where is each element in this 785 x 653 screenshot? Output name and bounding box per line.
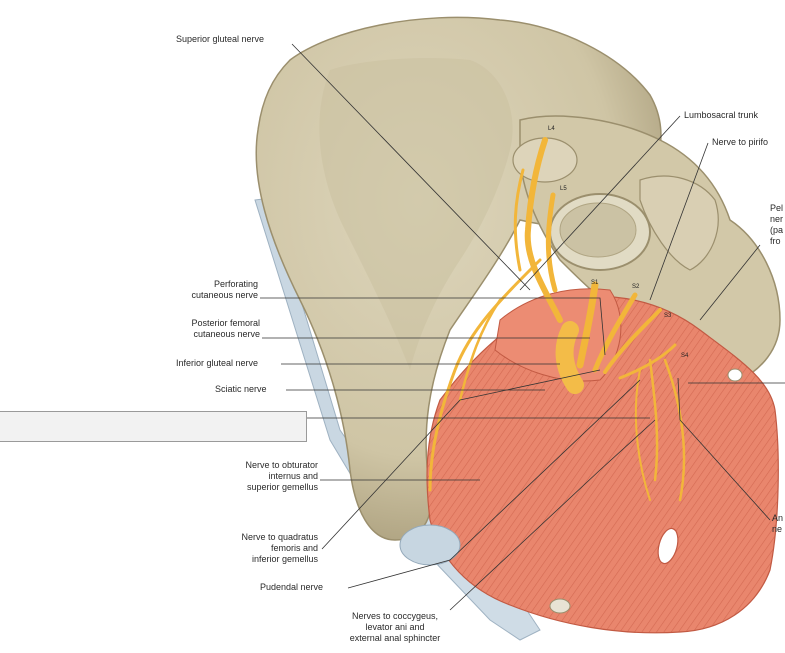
level-S2: S2 [632,284,640,290]
level-S1: S1 [591,280,599,286]
label-lumbosacral-trunk: Lumbosacral trunk [684,110,759,120]
label-inferior-gluteal: Inferior gluteal nerve [176,358,259,368]
label-nerve-to-piriformis: Nerve to pirifo [712,137,769,147]
level-S3: S3 [664,313,672,319]
label-nerve-obturator-internus: Nerve to obturator internus and superior… [245,460,318,492]
label-posterior-femoral-cutaneous: Posterior femoral cutaneous nerve [191,318,260,339]
level-S4: S4 [681,353,689,359]
label-nerve-quadratus-femoris: Nerve to quadratus femoris and inferior … [241,532,318,564]
label-pelvic-splanchnic: Pel ner (pa fro [770,203,784,246]
empty-label-box [0,411,307,442]
obturator-foramen [727,368,743,382]
label-perforating-cutaneous: Perforating cutaneous nerve [191,279,258,300]
leader-lines [260,43,785,611]
ischial-tuberosity [399,524,461,566]
level-L4: L4 [548,126,555,132]
label-pudendal: Pudendal nerve [260,582,324,592]
anal-opening [657,527,679,565]
level-L5: L5 [560,186,567,192]
label-superior-gluteal-nerve: Superior gluteal nerve [176,34,265,44]
vertebral-disc [559,202,637,258]
ilium-inner-shadow [319,58,513,370]
label-sciatic: Sciatic nerve [215,384,267,394]
transverse-process [639,175,719,271]
label-nerves-coccygeus: Nerves to coccygeus, levator ani and ext… [349,611,441,643]
sacral-plexus-nerves [428,137,686,502]
coccyx-tip [549,598,571,614]
label-anococcygeal: An ne [772,513,784,534]
